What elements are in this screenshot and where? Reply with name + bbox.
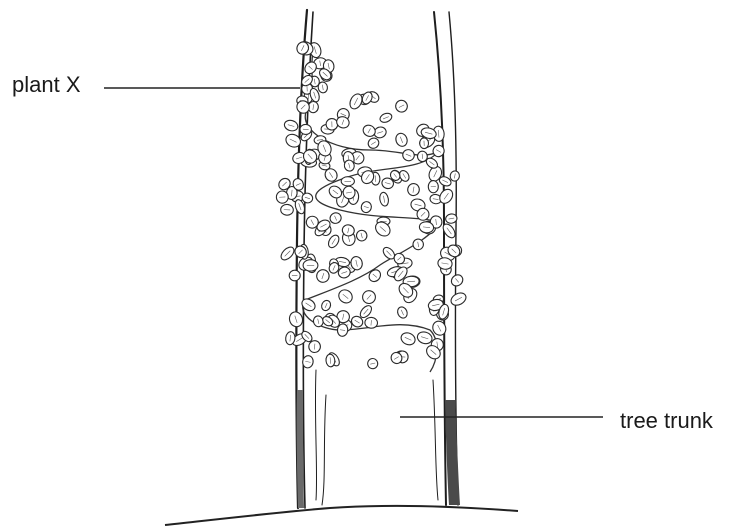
tree-trunk-label: tree trunk [620, 410, 713, 432]
ground-line [165, 506, 518, 525]
plant-label: plant X [12, 74, 81, 96]
